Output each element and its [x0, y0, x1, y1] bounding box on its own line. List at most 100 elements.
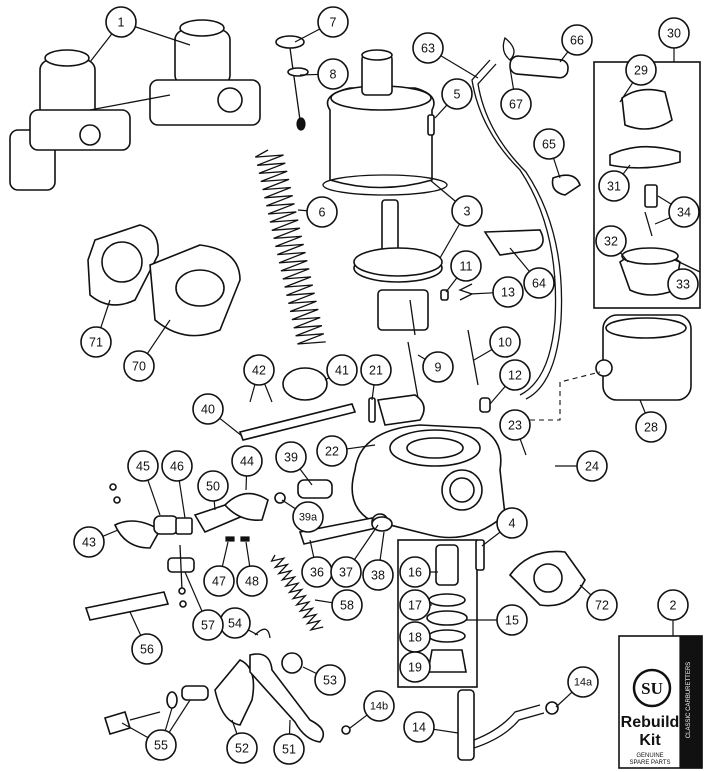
callout-label: 46 [170, 460, 184, 474]
part-lever-assembly-lower [103, 628, 351, 743]
callout-circle [127, 450, 159, 482]
callout-label: 11 [460, 260, 473, 274]
callout-label: 55 [154, 739, 168, 753]
callout-23: 23 [499, 409, 531, 441]
callout-label: 58 [340, 599, 354, 613]
leader-line [619, 252, 629, 263]
callout-label: 53 [323, 674, 337, 688]
callout-15: 15 [496, 604, 528, 636]
callout-label: 8 [330, 68, 337, 82]
leader-line [249, 384, 256, 403]
callout-18: 18 [399, 621, 431, 653]
leader-line [102, 529, 119, 537]
kit-brand-arc: CLASSIC CARBURETTERS [686, 662, 692, 738]
callout-circle [236, 565, 268, 597]
callout-circle [197, 470, 229, 502]
leader-line [481, 531, 501, 547]
callout-circle [317, 58, 349, 90]
callout-47: 47 [203, 565, 235, 597]
callout-label: 42 [252, 364, 266, 378]
callout-37: 37 [330, 556, 362, 588]
callout-circle [595, 225, 627, 257]
callout-label: 2 [670, 599, 677, 613]
part-flange-gasket [87, 224, 241, 337]
callout-56: 56 [131, 633, 163, 665]
leader-line [489, 385, 506, 405]
part-carburettor-body [351, 341, 506, 539]
leader-line [302, 666, 317, 675]
callout-7: 7 [317, 6, 349, 38]
callout-circle [412, 32, 444, 64]
leader-line [135, 26, 191, 46]
callout-circle [500, 88, 532, 120]
part-throttle-spindle [238, 367, 357, 504]
callout-circle [598, 170, 630, 202]
callout-circle [657, 589, 689, 621]
leader-line [245, 541, 251, 567]
leader-line [100, 299, 111, 328]
callout-30: 30 [658, 17, 690, 49]
leader-line [121, 722, 149, 739]
callout-circle [131, 633, 163, 665]
callout-circle [523, 267, 555, 299]
leader-line [168, 699, 191, 733]
callout-51: 51 [273, 733, 305, 765]
callout-circle [145, 729, 177, 761]
callout-52: 52 [226, 732, 258, 764]
callout-label: 72 [595, 599, 609, 613]
callout-43: 43 [73, 526, 105, 558]
callout-circle [399, 589, 431, 621]
callout-label: 37 [339, 566, 353, 580]
callout-3: 3 [451, 195, 483, 227]
leader-line [299, 468, 313, 486]
callout-16: 16 [399, 556, 431, 588]
part-fasteners [109, 114, 491, 608]
callout-70: 70 [123, 350, 155, 382]
callout-label: 33 [676, 278, 690, 292]
callout-label: 10 [498, 336, 512, 350]
callout-label: 23 [508, 419, 522, 433]
callout-label: 57 [201, 619, 215, 633]
leader-line [553, 158, 561, 179]
part-damper [275, 35, 309, 131]
callout-label: 21 [369, 364, 383, 378]
callout-label: 5 [454, 88, 461, 102]
callout-40: 40 [192, 393, 224, 425]
callout-circle [451, 195, 483, 227]
callout-circle [399, 651, 431, 683]
kit-footer-line1: GENUINE [636, 753, 663, 759]
leader-line [509, 67, 515, 90]
callout-label: 45 [136, 460, 150, 474]
leader-line [469, 292, 494, 295]
callout-circle [306, 196, 338, 228]
callout-39a: 39a [292, 501, 324, 533]
part-float-chamber-group [593, 61, 701, 401]
callout-29: 29 [625, 54, 657, 86]
callout-circle [496, 507, 528, 539]
leader-line [309, 539, 315, 558]
callout-36: 36 [301, 556, 333, 588]
callout-39: 39 [275, 441, 307, 473]
part-gasket-72 [508, 550, 586, 607]
callout-label: 4 [509, 517, 516, 531]
callout-14a: 14a [567, 666, 599, 698]
callout-circle [499, 359, 531, 391]
callout-circle [668, 196, 700, 228]
part-suction-chamber [322, 49, 448, 196]
part-piston [353, 199, 443, 336]
callout-circle [450, 250, 482, 282]
kit-title-line1: Rebuild [621, 714, 680, 731]
callout-circle [330, 556, 362, 588]
callout-label: 28 [644, 421, 658, 435]
callout-1: 1 [105, 6, 137, 38]
callout-label: 40 [201, 403, 215, 417]
callout-66: 66 [561, 24, 593, 56]
callout-circle [635, 411, 667, 443]
part-fuel-pipe [471, 36, 581, 400]
callout-circle [422, 351, 454, 383]
part-return-spring [270, 554, 324, 632]
callout-label: 24 [585, 460, 599, 474]
callout-5: 5 [441, 78, 473, 110]
callout-2: 2 [657, 589, 689, 621]
callout-circle [362, 559, 394, 591]
